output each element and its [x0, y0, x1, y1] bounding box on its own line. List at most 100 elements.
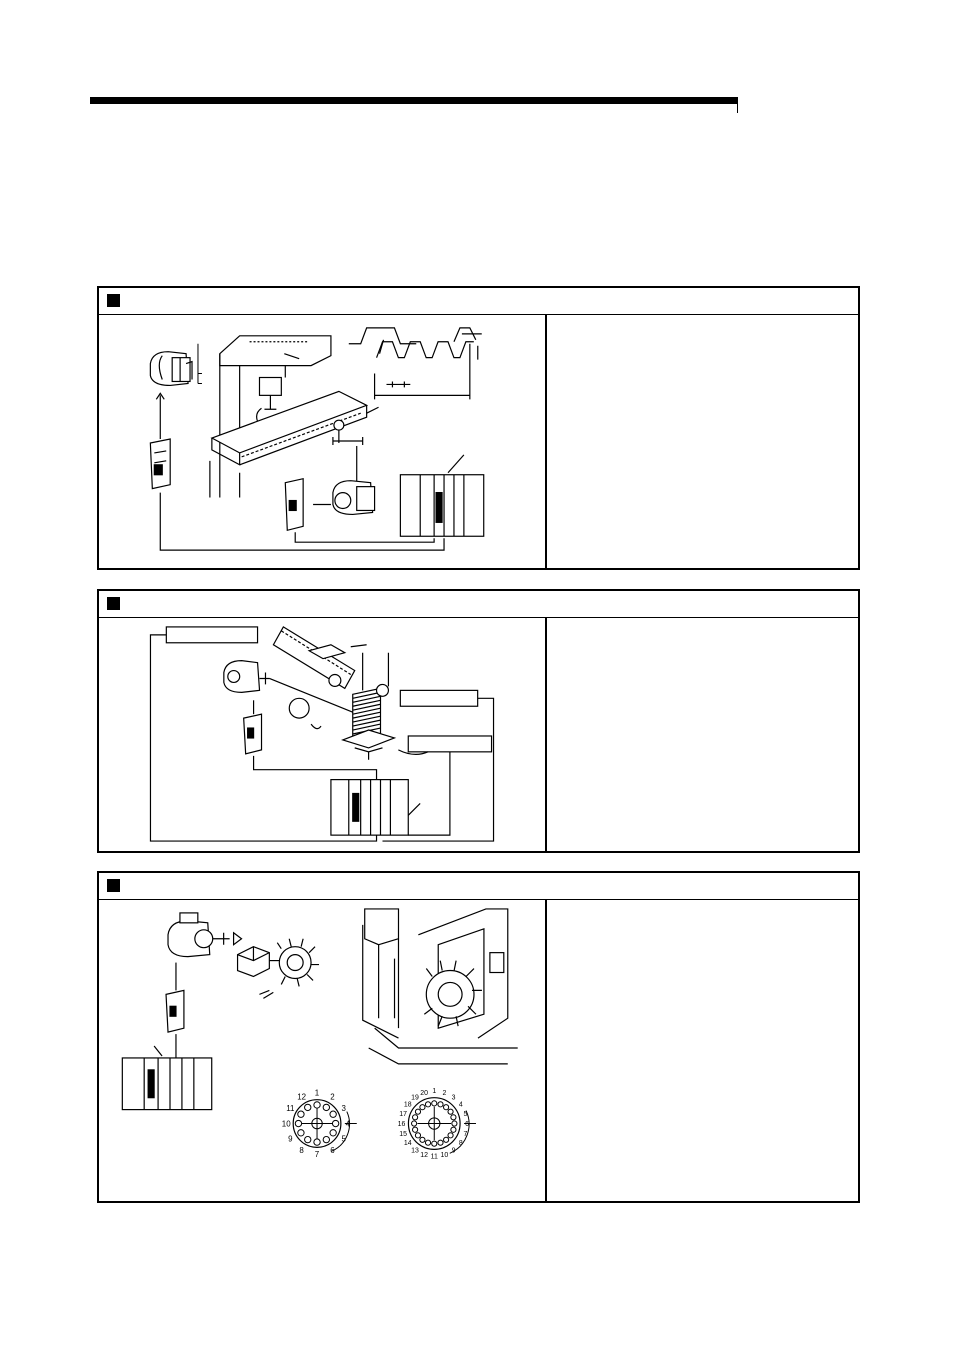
dial_20-hole — [431, 1100, 438, 1107]
dial_12-number: 7 — [315, 1150, 320, 1159]
dial_20-hole — [419, 1136, 426, 1143]
stacking-conveyor-diagram — [149, 626, 495, 842]
servo-motor-illustration — [223, 660, 353, 730]
dial_12-hole — [304, 1135, 312, 1144]
dial_20-number: 14 — [404, 1140, 412, 1147]
dial_20-hole — [450, 1114, 457, 1121]
dial_20-number: 3 — [452, 1094, 456, 1101]
dial_20-number: 4 — [459, 1102, 463, 1109]
dial_20-number: 10 — [441, 1152, 449, 1159]
dial_20-number: 8 — [459, 1140, 463, 1147]
servo-amplifier-illustration — [243, 700, 263, 755]
dial_20-hole — [443, 1104, 450, 1111]
dial_12-number: 2 — [330, 1093, 335, 1102]
dial_20-number: 13 — [411, 1147, 419, 1154]
dial_20-number: 6 — [465, 1121, 469, 1128]
xy-table-illustration — [209, 353, 379, 498]
section-3-bullet-icon — [107, 879, 120, 892]
section-3-divider — [545, 899, 547, 1201]
dial_20-number: 16 — [398, 1121, 406, 1128]
servo-motor-illustration — [167, 912, 243, 958]
wiring-line-3 — [382, 697, 495, 842]
stacked-sheets-illustration — [341, 652, 429, 760]
dial_20-number: 17 — [399, 1111, 407, 1118]
dial_20-hole — [431, 1140, 438, 1147]
dial_20-hole — [447, 1108, 454, 1115]
plc-unit-1-illustration — [399, 454, 485, 537]
servo-amplifier-1-illustration — [149, 392, 171, 490]
pulse-timing-chart — [348, 327, 482, 400]
dial_20-hole — [451, 1120, 458, 1127]
wiring-line-2 — [294, 532, 435, 543]
box-a — [165, 626, 259, 644]
section-3-header — [99, 873, 858, 900]
dial_20-number: 19 — [411, 1094, 419, 1101]
dial_12-number: 10 — [282, 1119, 291, 1128]
dial_12-hole — [297, 1129, 305, 1137]
dial_20-number: 20 — [420, 1090, 428, 1097]
dial_12-number: 5 — [341, 1135, 346, 1144]
plc-unit-3-illustration — [121, 1034, 213, 1111]
dial_12-hole — [313, 1138, 321, 1146]
wiring-line-4 — [408, 751, 451, 836]
dial_20-hole — [424, 1101, 432, 1108]
dial_12-hole — [329, 1129, 337, 1137]
dial_12-hole — [322, 1103, 331, 1112]
dial_20-hole — [411, 1120, 418, 1127]
dial_20-hole — [414, 1132, 422, 1139]
plc-unit-2-illustration — [330, 779, 421, 836]
section-1-figure — [99, 314, 545, 568]
dial_20-number: 11 — [431, 1154, 438, 1161]
box-b — [399, 689, 479, 707]
dial_20-number: 12 — [420, 1152, 428, 1159]
dial_20-hole — [424, 1139, 432, 1146]
machining-center-illustration — [362, 908, 518, 1065]
dial_12-number: 12 — [297, 1093, 306, 1102]
dial_20-hole — [412, 1114, 419, 1121]
section-2-header — [99, 591, 858, 618]
dial_12-hole — [313, 1101, 321, 1109]
dial_20-hole — [437, 1139, 444, 1146]
dial_20-number: 18 — [404, 1102, 412, 1109]
wiring-line-1 — [149, 634, 378, 842]
dial_12-hole — [304, 1103, 312, 1112]
section-2-divider — [545, 617, 547, 851]
dial_12-hole — [294, 1119, 303, 1128]
gantry-frame-illustration — [219, 335, 332, 498]
dial_20-hole — [437, 1101, 444, 1108]
wiring-line-1 — [159, 492, 445, 551]
dial_12-number: 3 — [341, 1104, 346, 1113]
dial_20-hole — [450, 1126, 457, 1133]
dial_20-hole — [443, 1136, 450, 1143]
header-rule — [90, 97, 738, 104]
dial_20-number: 1 — [432, 1088, 436, 1095]
conveyor-illustration — [272, 626, 367, 690]
dial_20-number: 2 — [442, 1090, 446, 1097]
dial_20-number: 15 — [399, 1131, 407, 1138]
dial_20-number: 7 — [464, 1131, 468, 1138]
dial_20-hole — [414, 1108, 422, 1115]
wiring-line-2 — [252, 755, 378, 780]
section-1-divider — [545, 314, 547, 568]
dial_12-number: 1 — [315, 1088, 320, 1097]
section-1-bullet-icon — [107, 294, 120, 307]
xy-table-diagram — [149, 327, 485, 551]
servo-motor-2-illustration — [313, 480, 376, 516]
dial_12-hole — [322, 1135, 331, 1144]
dial_20-hole — [447, 1132, 454, 1139]
dial_12-hole — [297, 1110, 305, 1118]
section-2-figure — [99, 617, 545, 851]
dial_12-hole — [329, 1110, 337, 1118]
section-1 — [97, 286, 860, 570]
section-2 — [97, 589, 860, 853]
dial_20-hole — [419, 1104, 426, 1111]
dial_20-number: 5 — [464, 1111, 468, 1118]
header-rule-tick — [737, 97, 738, 113]
dial_12-number: 8 — [299, 1146, 304, 1155]
servo-amplifier-illustration — [165, 962, 185, 1033]
